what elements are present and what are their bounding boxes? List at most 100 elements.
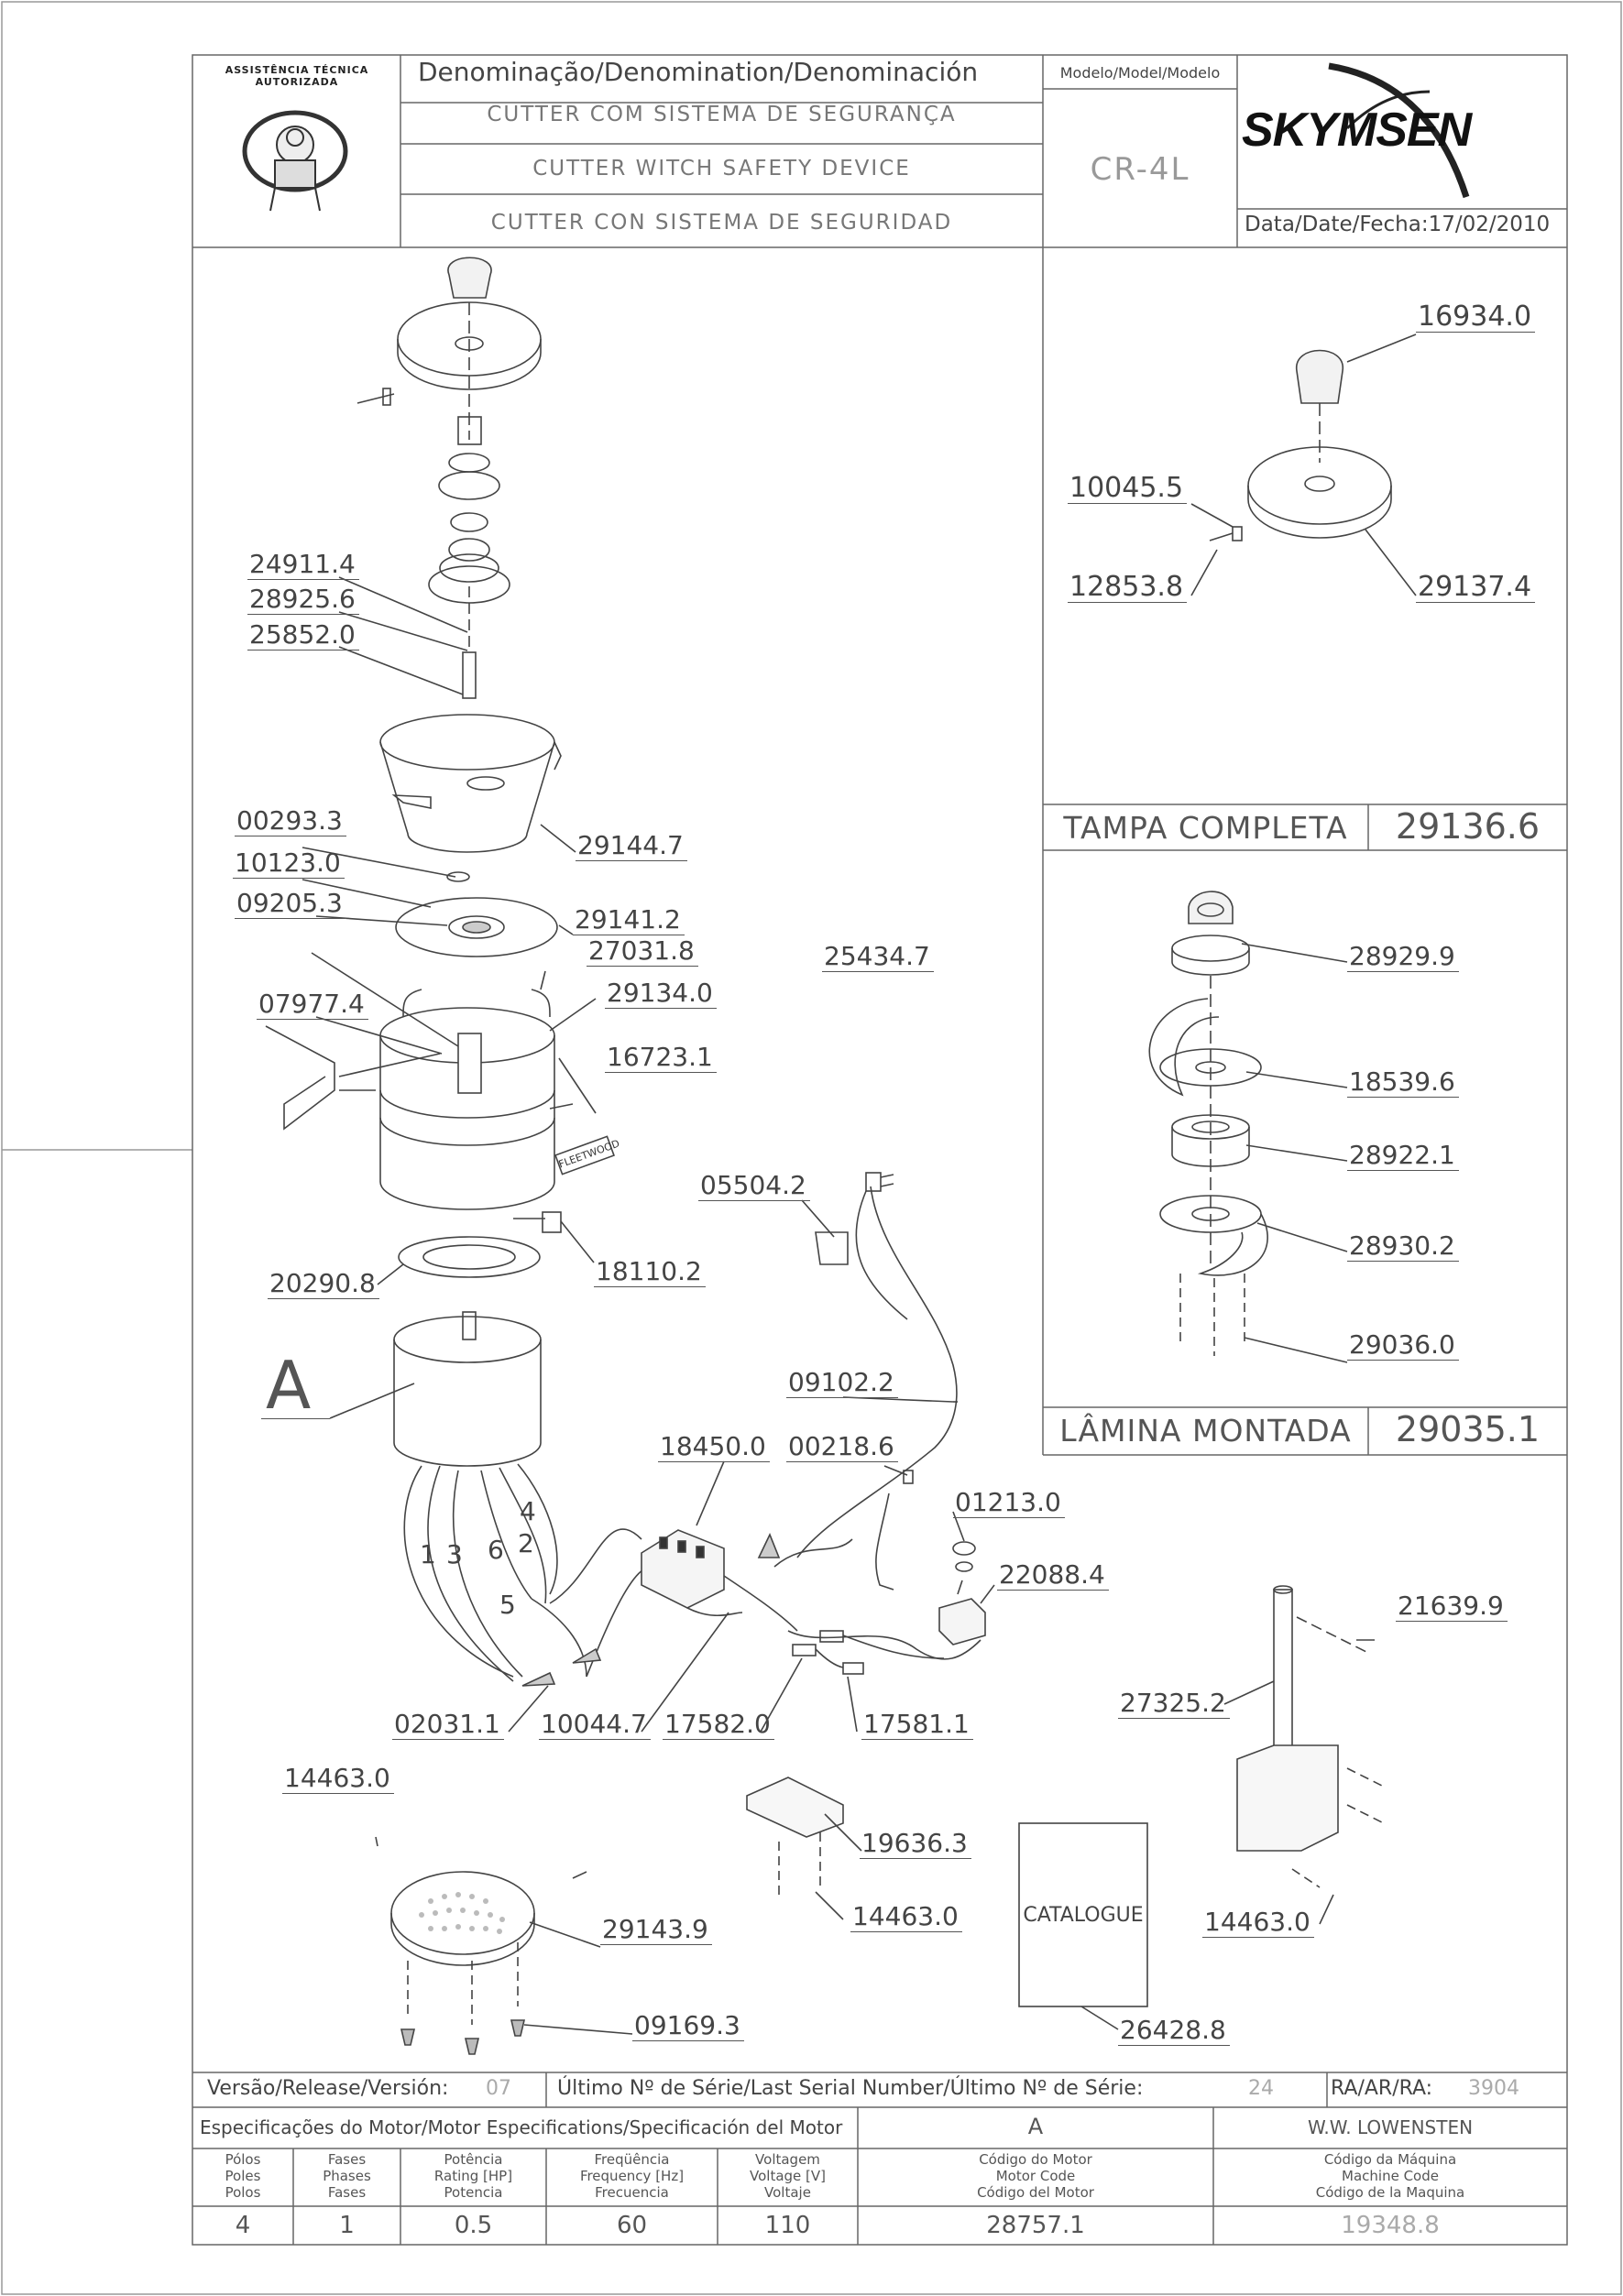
part-28930-2: 28930.2 (1347, 1231, 1459, 1262)
motor-maker: W.W. LOWENSTEN (1307, 2116, 1474, 2138)
col-voltage-es: Voltaje (764, 2184, 811, 2201)
col-voltage-pt: Voltagem (755, 2151, 820, 2168)
part-00218-6: 00218.6 (786, 1432, 898, 1462)
value-motor-code: 28757.1 (986, 2212, 1085, 2239)
model-label: Modelo/Model/Modelo (1059, 64, 1221, 82)
motor-spec-letter: A (1027, 2114, 1044, 2139)
name-spanish: CUTTER CON SISTEMA DE SEGURIDAD (490, 211, 953, 235)
part-21639-9: 21639.9 (1396, 1591, 1508, 1622)
part-17581-1: 17581.1 (861, 1710, 973, 1740)
name-portuguese: CUTTER COM SISTEMA DE SEGURANÇA (487, 103, 957, 126)
motor-letter-underline (261, 1418, 330, 1419)
model-value: CR-4L (1090, 151, 1190, 188)
wire-number-4: 4 (520, 1496, 536, 1526)
col-power: Potência Rating [HP] Potencia (400, 2151, 546, 2201)
col-freq-pt: Freqüência (594, 2151, 670, 2168)
part-18450-0: 18450.0 (658, 1432, 770, 1462)
part-24911-4: 24911.4 (247, 550, 359, 580)
part-05504-2: 05504.2 (698, 1171, 810, 1201)
ra-label: RA/AR/RA: (1331, 2077, 1433, 2100)
part-14463-0-middle: 14463.0 (850, 1902, 962, 1932)
part-12853-8: 12853.8 (1068, 573, 1188, 603)
col-phases-pt: Fases (327, 2151, 367, 2168)
release-label: Versão/Release/Versión: (207, 2077, 449, 2100)
name-english: CUTTER WITCH SAFETY DEVICE (532, 157, 911, 180)
part-29036-0: 29036.0 (1347, 1330, 1459, 1361)
part-10044-7: 10044.7 (539, 1710, 651, 1740)
part-29144-7: 29144.7 (576, 831, 687, 861)
date-value: 17/02/2010 (1428, 213, 1551, 236)
wire-number-2: 2 (518, 1528, 534, 1558)
col-power-es: Potencia (444, 2184, 503, 2201)
part-26428-8: 26428.8 (1118, 2016, 1230, 2046)
wire-number-6: 6 (488, 1535, 504, 1565)
part-25852-0: 25852.0 (247, 620, 359, 651)
lid-assembly-code: 29136.6 (1395, 806, 1541, 847)
col-freq-es: Frecuencia (595, 2184, 669, 2201)
col-machine-code-en: Machine Code (1342, 2168, 1439, 2184)
col-poles-en: Poles (225, 2168, 261, 2184)
release-value: 07 (486, 2077, 511, 2100)
col-motor-code-en: Motor Code (995, 2168, 1076, 2184)
part-14463-0-right: 14463.0 (1202, 1908, 1314, 1938)
part-29141-2: 29141.2 (573, 905, 685, 935)
col-poles: Pólos Poles Polos (192, 2151, 293, 2201)
col-machine-code-pt: Código da Máquina (1323, 2151, 1457, 2168)
part-10045-5: 10045.5 (1068, 474, 1188, 504)
col-motor-code-pt: Código do Motor (979, 2151, 1092, 2168)
date-field: Data/Date/Fecha:17/02/2010 (1245, 213, 1550, 236)
part-28929-9: 28929.9 (1347, 942, 1459, 972)
col-freq-en: Frequency [Hz] (579, 2168, 685, 2184)
part-18110-2: 18110.2 (594, 1257, 706, 1287)
date-label: Data/Date/Fecha: (1245, 213, 1429, 236)
part-00293-3: 00293.3 (235, 806, 346, 836)
col-voltage: Voltagem Voltage [V] Voltaje (718, 2151, 858, 2201)
part-09169-3: 09169.3 (632, 2011, 744, 2041)
part-20290-8: 20290.8 (268, 1269, 379, 1299)
col-machine-code: Código da Máquina Machine Code Código de… (1213, 2151, 1567, 2201)
part-28922-1: 28922.1 (1347, 1141, 1459, 1171)
wire-number-1: 1 (420, 1539, 436, 1569)
part-29134-0: 29134.0 (605, 979, 717, 1009)
wire-number-5: 5 (499, 1590, 516, 1620)
part-29143-9: 29143.9 (600, 1915, 712, 1945)
part-22088-4: 22088.4 (997, 1560, 1109, 1591)
part-09102-2: 09102.2 (786, 1368, 898, 1398)
col-power-pt: Potência (444, 2151, 503, 2168)
blade-assembly-code: 29035.1 (1395, 1409, 1541, 1449)
catalogue-label: CATALOGUE (1023, 1904, 1144, 1927)
denomination-label: Denominação/Denomination/Denominación (418, 57, 979, 87)
value-poles: 4 (235, 2212, 251, 2239)
part-14463-0-left: 14463.0 (282, 1764, 394, 1794)
motor-spec-label: Especificações do Motor/Motor Especifica… (200, 2116, 843, 2138)
part-10123-0: 10123.0 (233, 848, 345, 879)
part-28925-6: 28925.6 (247, 585, 359, 615)
serial-label: Último Nº de Série/Last Serial Number/Úl… (557, 2077, 1144, 2100)
ra-value: 3904 (1468, 2077, 1519, 2100)
serial-value: 24 (1248, 2077, 1274, 2100)
part-19636-3: 19636.3 (860, 1829, 971, 1859)
col-motor-code-es: Código del Motor (977, 2184, 1094, 2201)
value-frequency: 60 (616, 2212, 648, 2239)
col-frequency: Freqüência Frequency [Hz] Frecuencia (546, 2151, 718, 2201)
value-machine-code: 19348.8 (1341, 2212, 1440, 2239)
part-17582-0: 17582.0 (663, 1710, 774, 1740)
part-16723-1: 16723.1 (605, 1043, 717, 1073)
col-motor-code: Código do Motor Motor Code Código del Mo… (858, 2151, 1213, 2201)
part-16934-0: 16934.0 (1416, 302, 1536, 333)
wire-number-3: 3 (446, 1539, 463, 1569)
authorized-service-badge: ASSISTÊNCIA TÉCNICA AUTORIZADA (200, 64, 394, 238)
col-voltage-en: Voltage [V] (750, 2168, 826, 2184)
lid-assembly-title: TAMPA COMPLETA (1063, 810, 1348, 846)
blade-assembly-title: LÂMINA MONTADA (1059, 1413, 1352, 1449)
col-poles-pt: Pólos (225, 2151, 261, 2168)
part-25434-7: 25434.7 (822, 942, 934, 972)
part-27031-8: 27031.8 (587, 936, 698, 967)
value-phases: 1 (339, 2212, 355, 2239)
col-phases-en: Phases (323, 2168, 371, 2184)
part-07977-4: 07977.4 (257, 989, 368, 1020)
col-poles-es: Polos (225, 2184, 261, 2201)
part-09205-3: 09205.3 (235, 889, 346, 919)
col-phases: Fases Phases Fases (293, 2151, 400, 2201)
